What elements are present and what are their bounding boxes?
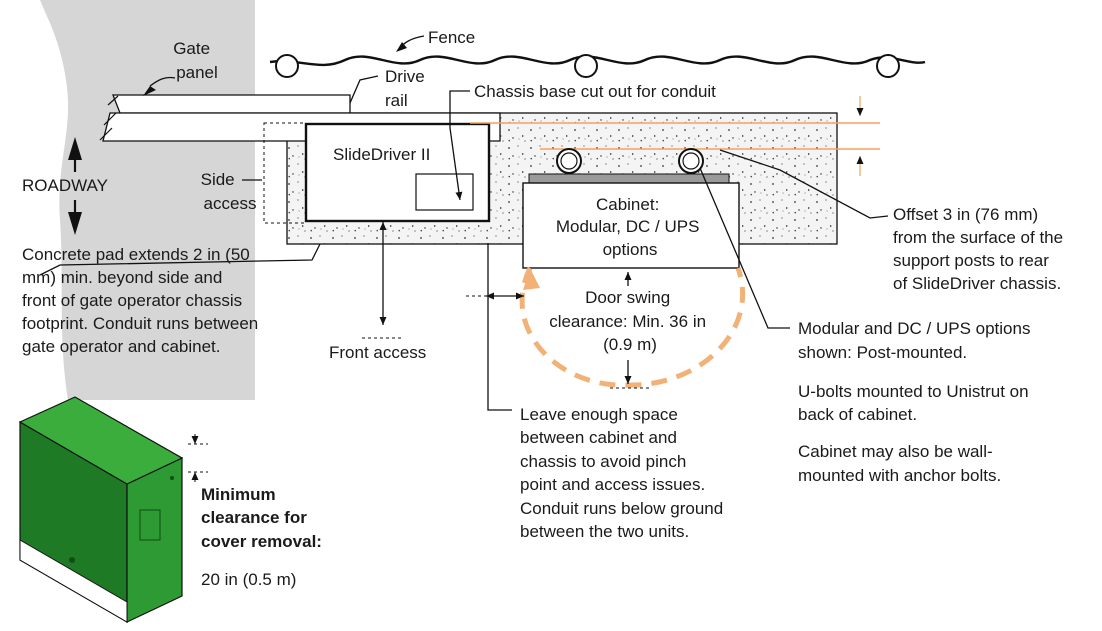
offset-note: Offset 3 in (76 mm) from the surface of … bbox=[893, 205, 1068, 293]
chassis-cutout bbox=[415, 173, 474, 211]
cabinet-label: Cabinet: Modular, DC / UPS options bbox=[556, 195, 704, 259]
fence-label: Fence bbox=[428, 28, 475, 47]
roadway-arrow bbox=[68, 137, 82, 235]
roadway-label: ROADWAY bbox=[22, 176, 108, 195]
leader-lines bbox=[39, 35, 889, 411]
wall-mount-note: Cabinet may also be wall- mounted with a… bbox=[798, 442, 1001, 485]
leave-space-note: Leave enough space between cabinet and c… bbox=[520, 405, 728, 541]
support-posts bbox=[556, 148, 704, 174]
door-swing-arc bbox=[519, 266, 746, 388]
door-swing-label: Door swing clearance: Min. 36 in (0.9 m) bbox=[549, 288, 711, 354]
offset-lines bbox=[470, 96, 880, 176]
gate-panel-label: Gate panel bbox=[173, 39, 218, 82]
ubolts-note: U-bolts mounted to Unistrut on back of c… bbox=[798, 382, 1033, 424]
slidedriver-label: SlideDriver II bbox=[333, 145, 430, 164]
modular-options-note: Modular and DC / UPS options shown: Post… bbox=[798, 319, 1035, 362]
chassis-cutout-label: Chassis base cut out for conduit bbox=[474, 82, 716, 101]
unistrut bbox=[528, 173, 730, 184]
fence bbox=[269, 54, 926, 78]
front-access-label: Front access bbox=[329, 343, 426, 362]
min-clearance-label: Minimum clearance for cover removal: bbox=[201, 485, 322, 551]
cabinet-illustration bbox=[18, 396, 208, 624]
cabinet-box bbox=[522, 182, 740, 269]
drive-rail-label: Drive rail bbox=[385, 67, 429, 110]
side-access-label: Side access bbox=[201, 170, 257, 213]
slidedriver-chassis bbox=[304, 122, 491, 223]
min-clearance-value: 20 in (0.5 m) bbox=[201, 570, 296, 589]
concrete-pad-note: Concrete pad extends 2 in (50 mm) min. b… bbox=[22, 245, 263, 356]
